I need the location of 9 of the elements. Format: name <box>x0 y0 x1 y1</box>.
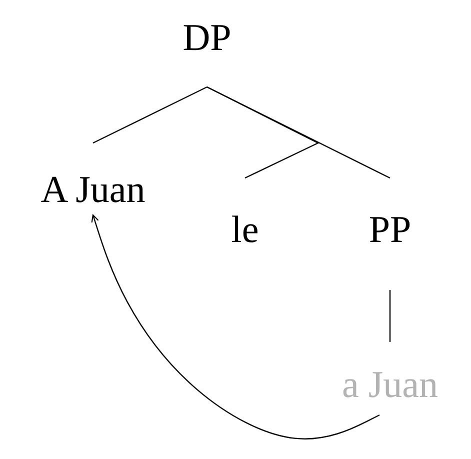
tree-branch <box>92 86 208 144</box>
tree-label: DP <box>182 16 232 61</box>
tree-label: le <box>231 208 259 253</box>
tree-branch <box>389 290 391 342</box>
tree-label: A Juan <box>40 168 146 213</box>
tree-branch <box>206 86 390 179</box>
tree-label: PP <box>368 208 412 253</box>
movement-arrow <box>91 214 380 440</box>
tree-label: a Juan <box>342 363 438 408</box>
